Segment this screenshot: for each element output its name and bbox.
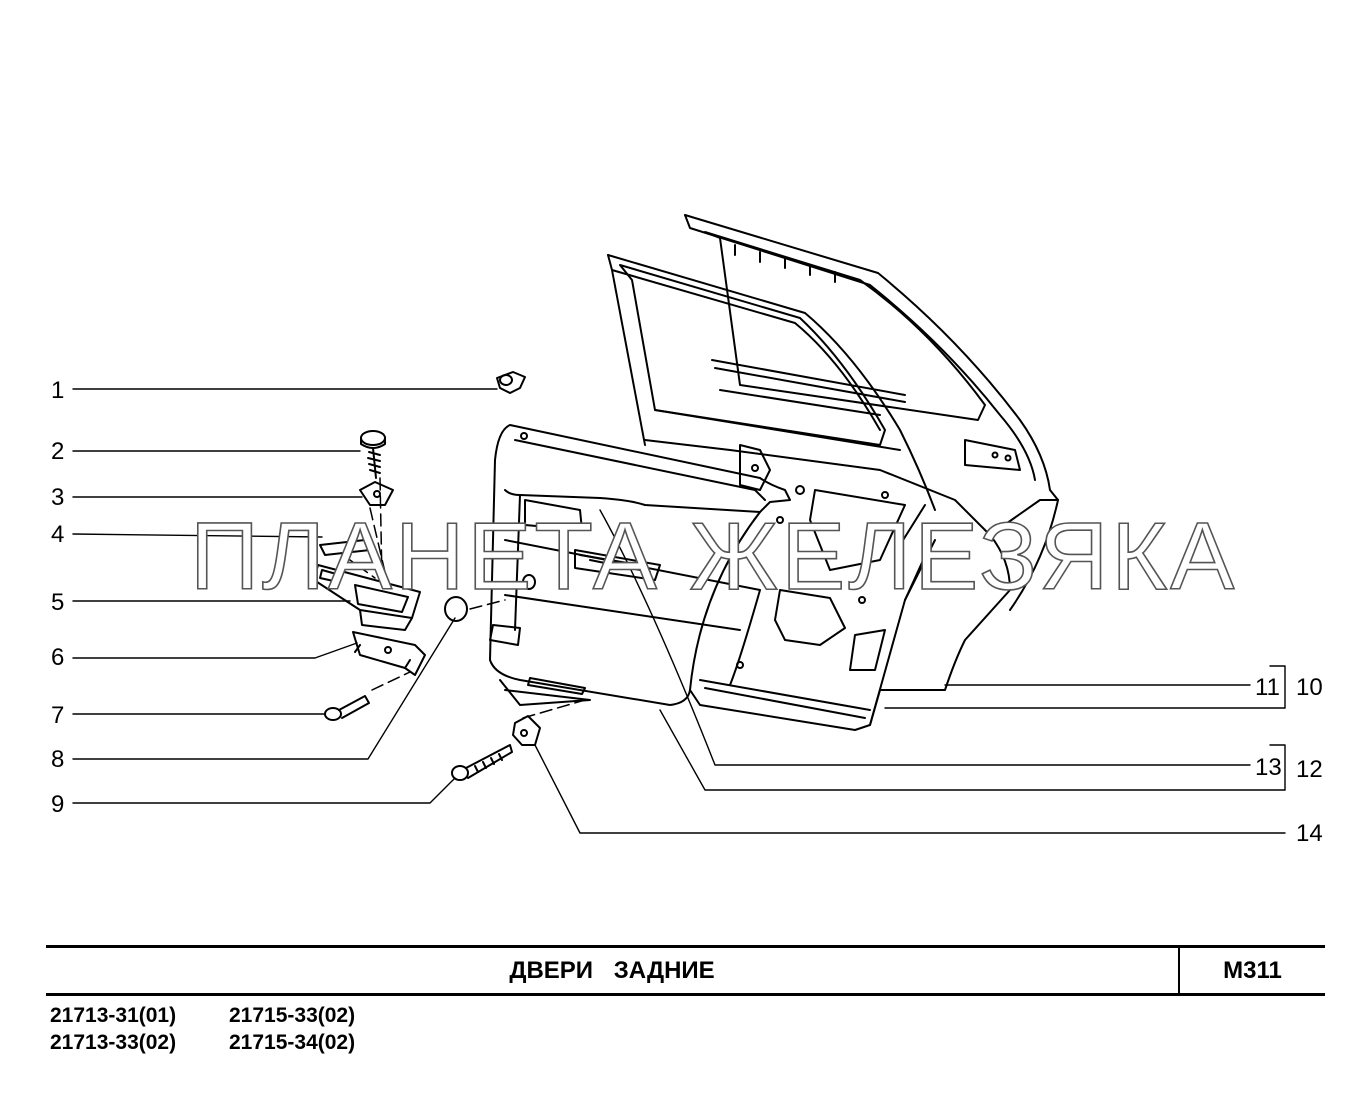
callout-2: 2 bbox=[51, 438, 65, 465]
title-block bbox=[46, 945, 1325, 996]
callout-12: 12 bbox=[1296, 756, 1323, 783]
model-code-1: 21713-31(01) bbox=[50, 1004, 177, 1027]
sheet-code: М311 bbox=[1223, 957, 1282, 984]
callout-7: 7 bbox=[51, 702, 65, 729]
callout-4: 4 bbox=[51, 521, 65, 548]
callout-9: 9 bbox=[51, 791, 65, 818]
part-screw-9 bbox=[451, 744, 513, 781]
callout-14: 14 bbox=[1296, 820, 1323, 847]
model-code-3: 21715-33(02) bbox=[229, 1004, 356, 1027]
part-screw-2 bbox=[360, 430, 386, 479]
page-title: ДВЕРИ ЗАДНИЕ bbox=[509, 957, 715, 984]
part-clip-1 bbox=[496, 371, 526, 394]
callout-3: 3 bbox=[51, 484, 65, 511]
callout-5: 5 bbox=[51, 589, 65, 616]
model-code-2: 21713-33(02) bbox=[50, 1031, 177, 1054]
part-clip-14 bbox=[512, 715, 541, 746]
callout-10: 10 bbox=[1296, 674, 1323, 701]
part-bolt-7 bbox=[324, 695, 370, 721]
part-bracket-6 bbox=[352, 631, 426, 676]
door-frame-inner bbox=[607, 254, 936, 511]
part-clip-3 bbox=[359, 481, 394, 506]
assembly-lines bbox=[342, 477, 586, 719]
rear-doors-exploded-diagram bbox=[72, 214, 1286, 834]
part-plug-8 bbox=[444, 596, 468, 622]
callout-6: 6 bbox=[51, 644, 65, 671]
leader-lines bbox=[72, 388, 1286, 834]
callout-8: 8 bbox=[51, 746, 65, 773]
part-cover-4 bbox=[319, 539, 371, 556]
title-divider bbox=[1178, 945, 1180, 993]
callout-13: 13 bbox=[1255, 754, 1282, 781]
callout-1: 1 bbox=[51, 377, 65, 404]
part-handle-5 bbox=[313, 564, 421, 631]
model-code-4: 21715-34(02) bbox=[229, 1031, 356, 1054]
door-trim-panel bbox=[489, 424, 791, 706]
callout-11: 11 bbox=[1255, 674, 1280, 701]
watermark: ПЛАНЕТА ЖЕЛЕЗЯКА bbox=[189, 502, 1238, 611]
door-inner-panel bbox=[644, 439, 1059, 731]
